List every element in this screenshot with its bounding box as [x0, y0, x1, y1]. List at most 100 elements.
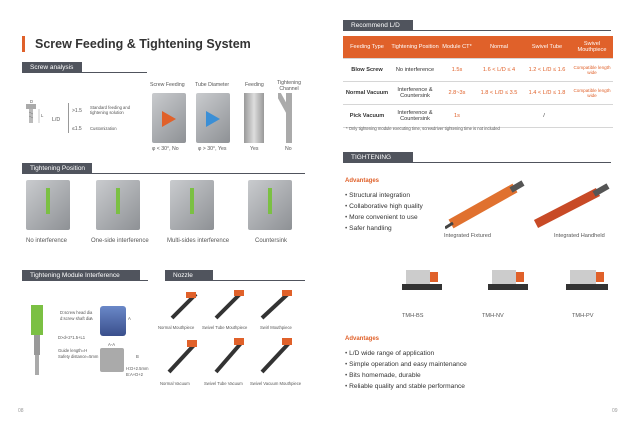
section-header-nozzle: Nozzle Analysis: [165, 270, 213, 290]
interf-label-6: H:D+2.5mm: [126, 366, 149, 371]
interf-dim-2: A: [128, 316, 131, 321]
divider: [343, 30, 611, 31]
col-header: Swivel Mouthpiece: [571, 36, 613, 59]
feed-header-1: Screw Feeding: [150, 82, 185, 88]
interf-dim-3: A-A: [108, 342, 115, 347]
cell-ct: 1s: [439, 104, 475, 128]
cell-normal: 1.8 < L/D ≤ 3.5: [475, 81, 523, 105]
table-row: Blow Screw No interference 1.5s 1.6 < L/…: [343, 58, 613, 82]
cell-mouth: Compatible length wide: [571, 58, 613, 82]
nozzle-image-5: [212, 336, 246, 376]
feed-caption-1: φ < 30°, No: [152, 146, 179, 152]
section-header-interference: Tightening Module Interference Analysis: [22, 270, 140, 290]
feed-caption-2: φ > 30°, Yes: [198, 146, 227, 152]
adv1-item-3: More convenient to use: [345, 212, 418, 223]
cell-ct: 2.8~3s: [439, 81, 475, 105]
adv1-item-2: Collaborative high quality: [345, 201, 423, 212]
page-title: Screw Feeding & Tightening System: [22, 36, 251, 52]
feed-header-3: Feeding: [245, 82, 264, 88]
cell-mouth: Compatible length wide: [571, 81, 613, 105]
interf-label-5: Safety distance=5mm: [58, 354, 99, 359]
feed-header-4: Tightening Channel: [276, 80, 302, 92]
col-header: Swivel Tube: [523, 36, 571, 59]
table-row: Normal Vacuum Interference & Countersink…: [343, 81, 613, 105]
feed-caption-3: Yes: [250, 146, 259, 152]
dim-d: D: [30, 99, 34, 104]
cell-type: Normal Vacuum: [343, 81, 391, 105]
interf-dim-4: B: [136, 354, 139, 359]
position-label-4: Countersink: [255, 238, 288, 244]
col-header: Normal: [475, 36, 523, 59]
cell-pos: No interference: [391, 58, 439, 82]
cell-pos: Interference & Countersink: [391, 104, 439, 128]
interference-diagram: [27, 305, 47, 375]
interf-dim-1: A: [90, 316, 93, 321]
module-caption-1: TMH-BS: [402, 313, 424, 319]
adv2-item-3: Bits homemade, durable: [345, 370, 420, 381]
table-note: * Only tightening module executing time,…: [346, 126, 500, 131]
adv2-item-2: Simple operation and easy maintenance: [345, 359, 467, 370]
tube-image-3: [244, 93, 264, 143]
col-header: Module CT*: [439, 36, 475, 59]
divider: [165, 280, 305, 281]
cell-normal: /: [475, 104, 613, 128]
divider: [22, 72, 147, 73]
section-header-tightening-module: TIGHTENING MODULE: [343, 152, 413, 172]
ratio-desc-2: Customization: [90, 126, 117, 131]
advantages-heading-1: Advantages: [345, 178, 380, 184]
interf-label-3: D>d+2*1.5+L1: [58, 335, 86, 340]
page-number: 09: [612, 408, 618, 414]
interf-label-7: B:A+D+2: [126, 372, 143, 377]
adv1-item-1: Structural integration: [345, 190, 410, 201]
tool-caption-2: Integrated Handheld: [554, 233, 605, 239]
nozzle-image-2: [212, 288, 246, 322]
nozzle-blue-image: [100, 306, 126, 336]
section-header-tightening-position: Tightening Position: [22, 163, 92, 174]
ratio-desc-1: Standard feeding and tightening solution: [90, 105, 131, 115]
position-image-1: [26, 180, 70, 230]
position-label-1: No interference: [26, 238, 68, 244]
nozzle-image-6: [258, 336, 294, 376]
module-caption-3: TMH-PV: [572, 313, 594, 319]
cell-type: Pick Vacuum: [343, 104, 391, 128]
col-header: Feeding Type: [343, 36, 391, 59]
recommend-table: Feeding Type Tightening Position Module …: [343, 36, 613, 128]
cell-pos: Interference & Countersink: [391, 81, 439, 105]
bracket: [68, 103, 69, 133]
nozzle-caption-4: Normal Vacuum: [160, 381, 190, 386]
tool-caption-1: Integrated Fixtured: [444, 233, 491, 239]
nozzle-caption-1: Normal Mouthpiece: [158, 325, 195, 330]
nozzle-caption-5: Swivel Tube Vacuum: [204, 381, 243, 386]
ratio-cond-1: >1.5: [72, 108, 82, 114]
nozzle-caption-2: Swivel Tube Mouthpiece: [202, 325, 248, 330]
cell-ct: 1.5s: [439, 58, 475, 82]
page-number: 08: [18, 408, 24, 414]
module-caption-2: TMH-NV: [482, 313, 504, 319]
module-image-pv: [562, 262, 612, 307]
module-image-bs: [396, 262, 446, 307]
interf-label-2: d:screw shaft dia: [60, 316, 92, 321]
feed-header-2: Tube Diameter: [195, 82, 230, 88]
section-header-screw-analysis: Screw analysis: [22, 62, 82, 73]
nozzle-image-4: [165, 338, 199, 376]
cell-swivel: 1.4 < L/D ≤ 1.8: [523, 81, 571, 105]
adv2-item-1: L/D wide range of application: [345, 348, 434, 359]
advantages-heading-2: Advantages: [345, 336, 380, 342]
col-header: Tightening Position: [391, 36, 439, 59]
position-image-3: [170, 180, 214, 230]
table-row: Pick Vacuum Interference & Countersink 1…: [343, 104, 613, 128]
position-label-3: Multi-sides interference: [167, 238, 230, 244]
interf-label-4: Guide length=H: [58, 348, 88, 353]
nozzle-caption-6: Swivel Vacuum Mouthpiece: [250, 381, 302, 386]
dim-l: L: [41, 113, 44, 118]
cell-normal: 1.6 < L/D ≤ 4: [475, 58, 523, 82]
screw-diagram: [24, 102, 54, 124]
feed-caption-4: No: [285, 146, 292, 152]
tube-image-4: [275, 91, 300, 143]
cell-type: Blow Screw: [343, 58, 391, 82]
divider: [22, 280, 148, 281]
adv2-item-4: Reliable quality and stable performance: [345, 381, 465, 392]
cell-swivel: 1.2 < L/D ≤ 1.6: [523, 58, 571, 82]
nozzle-section-image: [100, 348, 124, 372]
ld-label: L/D: [52, 117, 61, 123]
